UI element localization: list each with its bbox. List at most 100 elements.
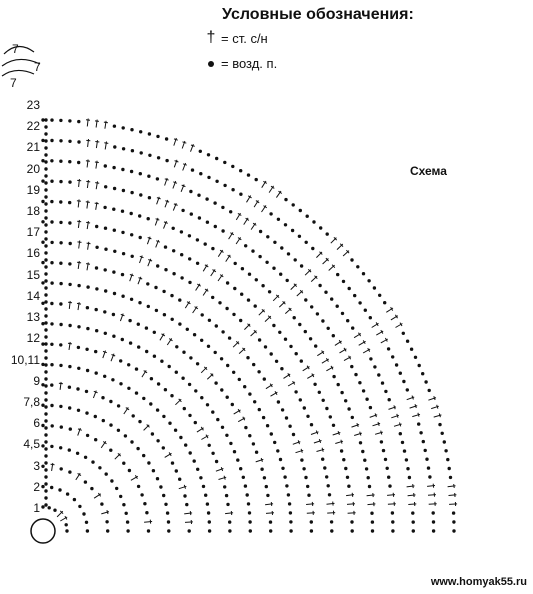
chain-stitch: [313, 382, 317, 386]
chain-stitch: [44, 258, 48, 262]
chain-stitch: [231, 164, 235, 169]
chain-stitch: [58, 488, 62, 492]
chain-stitch: [85, 529, 90, 533]
chain-stitch: [106, 529, 110, 533]
chain-stitch: [381, 448, 386, 453]
chain-stitch: [95, 287, 99, 291]
dc-stitch-bar: [85, 201, 90, 203]
chain-stitch: [383, 457, 388, 462]
chain-stitch: [358, 441, 363, 445]
row-number: 18: [26, 204, 40, 219]
chain-stitch: [179, 230, 184, 234]
chain-stitch: [104, 247, 108, 251]
dc-stitch-bar: [348, 355, 352, 360]
chain-stitch: [44, 356, 48, 360]
chain-stitch: [138, 419, 142, 424]
dc-stitch-bar: [197, 283, 201, 287]
chain-stitch: [336, 272, 340, 277]
chain-stitch: [335, 304, 339, 308]
chain-stitch: [192, 333, 197, 337]
dc-stitch-bar: [161, 333, 166, 337]
dc-stitch-bar: [138, 277, 143, 280]
chain-stitch: [307, 493, 311, 497]
chain-stitch: [273, 240, 277, 244]
dc-stitch-bar: [339, 243, 344, 247]
chain-stitch: [44, 195, 48, 199]
chain-stitch: [300, 458, 304, 462]
chain-stitch: [226, 363, 230, 368]
chain-stitch: [294, 352, 298, 356]
chain-stitch: [146, 282, 150, 286]
chain-stitch: [122, 461, 126, 465]
dc-stitch-bar: [288, 307, 292, 312]
chain-stitch: [82, 512, 86, 516]
dc-stitch-bar: [67, 342, 72, 345]
chain-stitch: [187, 382, 192, 387]
dc-stitch-bar: [58, 382, 63, 385]
dc-stitch-bar: [178, 398, 182, 403]
chain-stitch: [119, 494, 123, 499]
chain-stitch: [112, 186, 117, 191]
chain-stitch: [180, 253, 184, 257]
chain-stitch: [130, 233, 134, 237]
chain-stitch: [104, 472, 108, 476]
chain-stitch: [423, 448, 427, 453]
dc-stitch-bar: [325, 257, 329, 262]
chain-stitch: [171, 226, 175, 230]
chain-stitch: [293, 258, 297, 262]
chain-stitch: [317, 390, 321, 394]
chain-stitch: [377, 373, 381, 377]
chain-stitch: [252, 362, 256, 367]
legend-item-dc: † = ст. с/н: [205, 30, 268, 46]
chain-stitch: [182, 350, 186, 354]
dc-stitch-bar: [253, 329, 257, 334]
chain-stitch: [233, 261, 237, 266]
chain-stitch: [129, 169, 134, 174]
chain-stitch: [178, 477, 182, 481]
chain-stitch: [239, 192, 243, 196]
chain-stitch: [239, 169, 243, 173]
chain-stitch: [367, 484, 372, 489]
chain-stitch: [44, 293, 48, 297]
chain-stitch: [287, 502, 292, 506]
chain-stitch: [324, 290, 328, 294]
dc-stitch-bar: [252, 222, 257, 226]
dc-stitch-bar: [319, 251, 323, 255]
chain-stitch: [195, 362, 200, 366]
chain-stitch: [44, 265, 48, 269]
chain-stitch: [253, 400, 257, 404]
chain-stitch: [391, 355, 395, 359]
chain-stitch: [276, 217, 281, 221]
dc-stitch-bar: [237, 408, 241, 413]
chain-stitch: [248, 520, 252, 524]
dc-stitch-bar: [182, 141, 187, 144]
chain-stitch: [44, 349, 48, 353]
chain-stitch: [341, 279, 346, 284]
chain-stitch: [44, 412, 48, 416]
chain-stitch: [68, 241, 72, 246]
chain-stitch: [77, 366, 81, 370]
chain-stitch: [411, 511, 415, 515]
chain-stitch: [44, 468, 48, 472]
chain-stitch: [372, 286, 377, 290]
chain-stitch: [113, 145, 117, 149]
legend-item-chain: = возд. п.: [205, 56, 277, 71]
chain-stitch: [119, 359, 123, 363]
chain-stitch: [164, 137, 169, 141]
chain-stitch: [103, 164, 108, 168]
dc-stitch-bar: [117, 452, 122, 457]
chain-stitch: [44, 342, 48, 346]
dc-stitch-bar: [343, 347, 347, 352]
chain-stitch: [288, 511, 293, 515]
chain-stitch: [144, 326, 149, 330]
chain-stitch: [204, 493, 208, 497]
chain-stitch: [297, 234, 302, 238]
chain-stitch: [44, 447, 48, 451]
dc-stitch-bar: [212, 269, 217, 273]
chain-stitch: [325, 232, 329, 236]
chain-stitch: [44, 384, 48, 388]
chain-stitch: [94, 307, 98, 312]
chain-stitch: [127, 468, 132, 473]
chain-stitch: [269, 212, 273, 216]
chain-stitch: [44, 237, 48, 241]
